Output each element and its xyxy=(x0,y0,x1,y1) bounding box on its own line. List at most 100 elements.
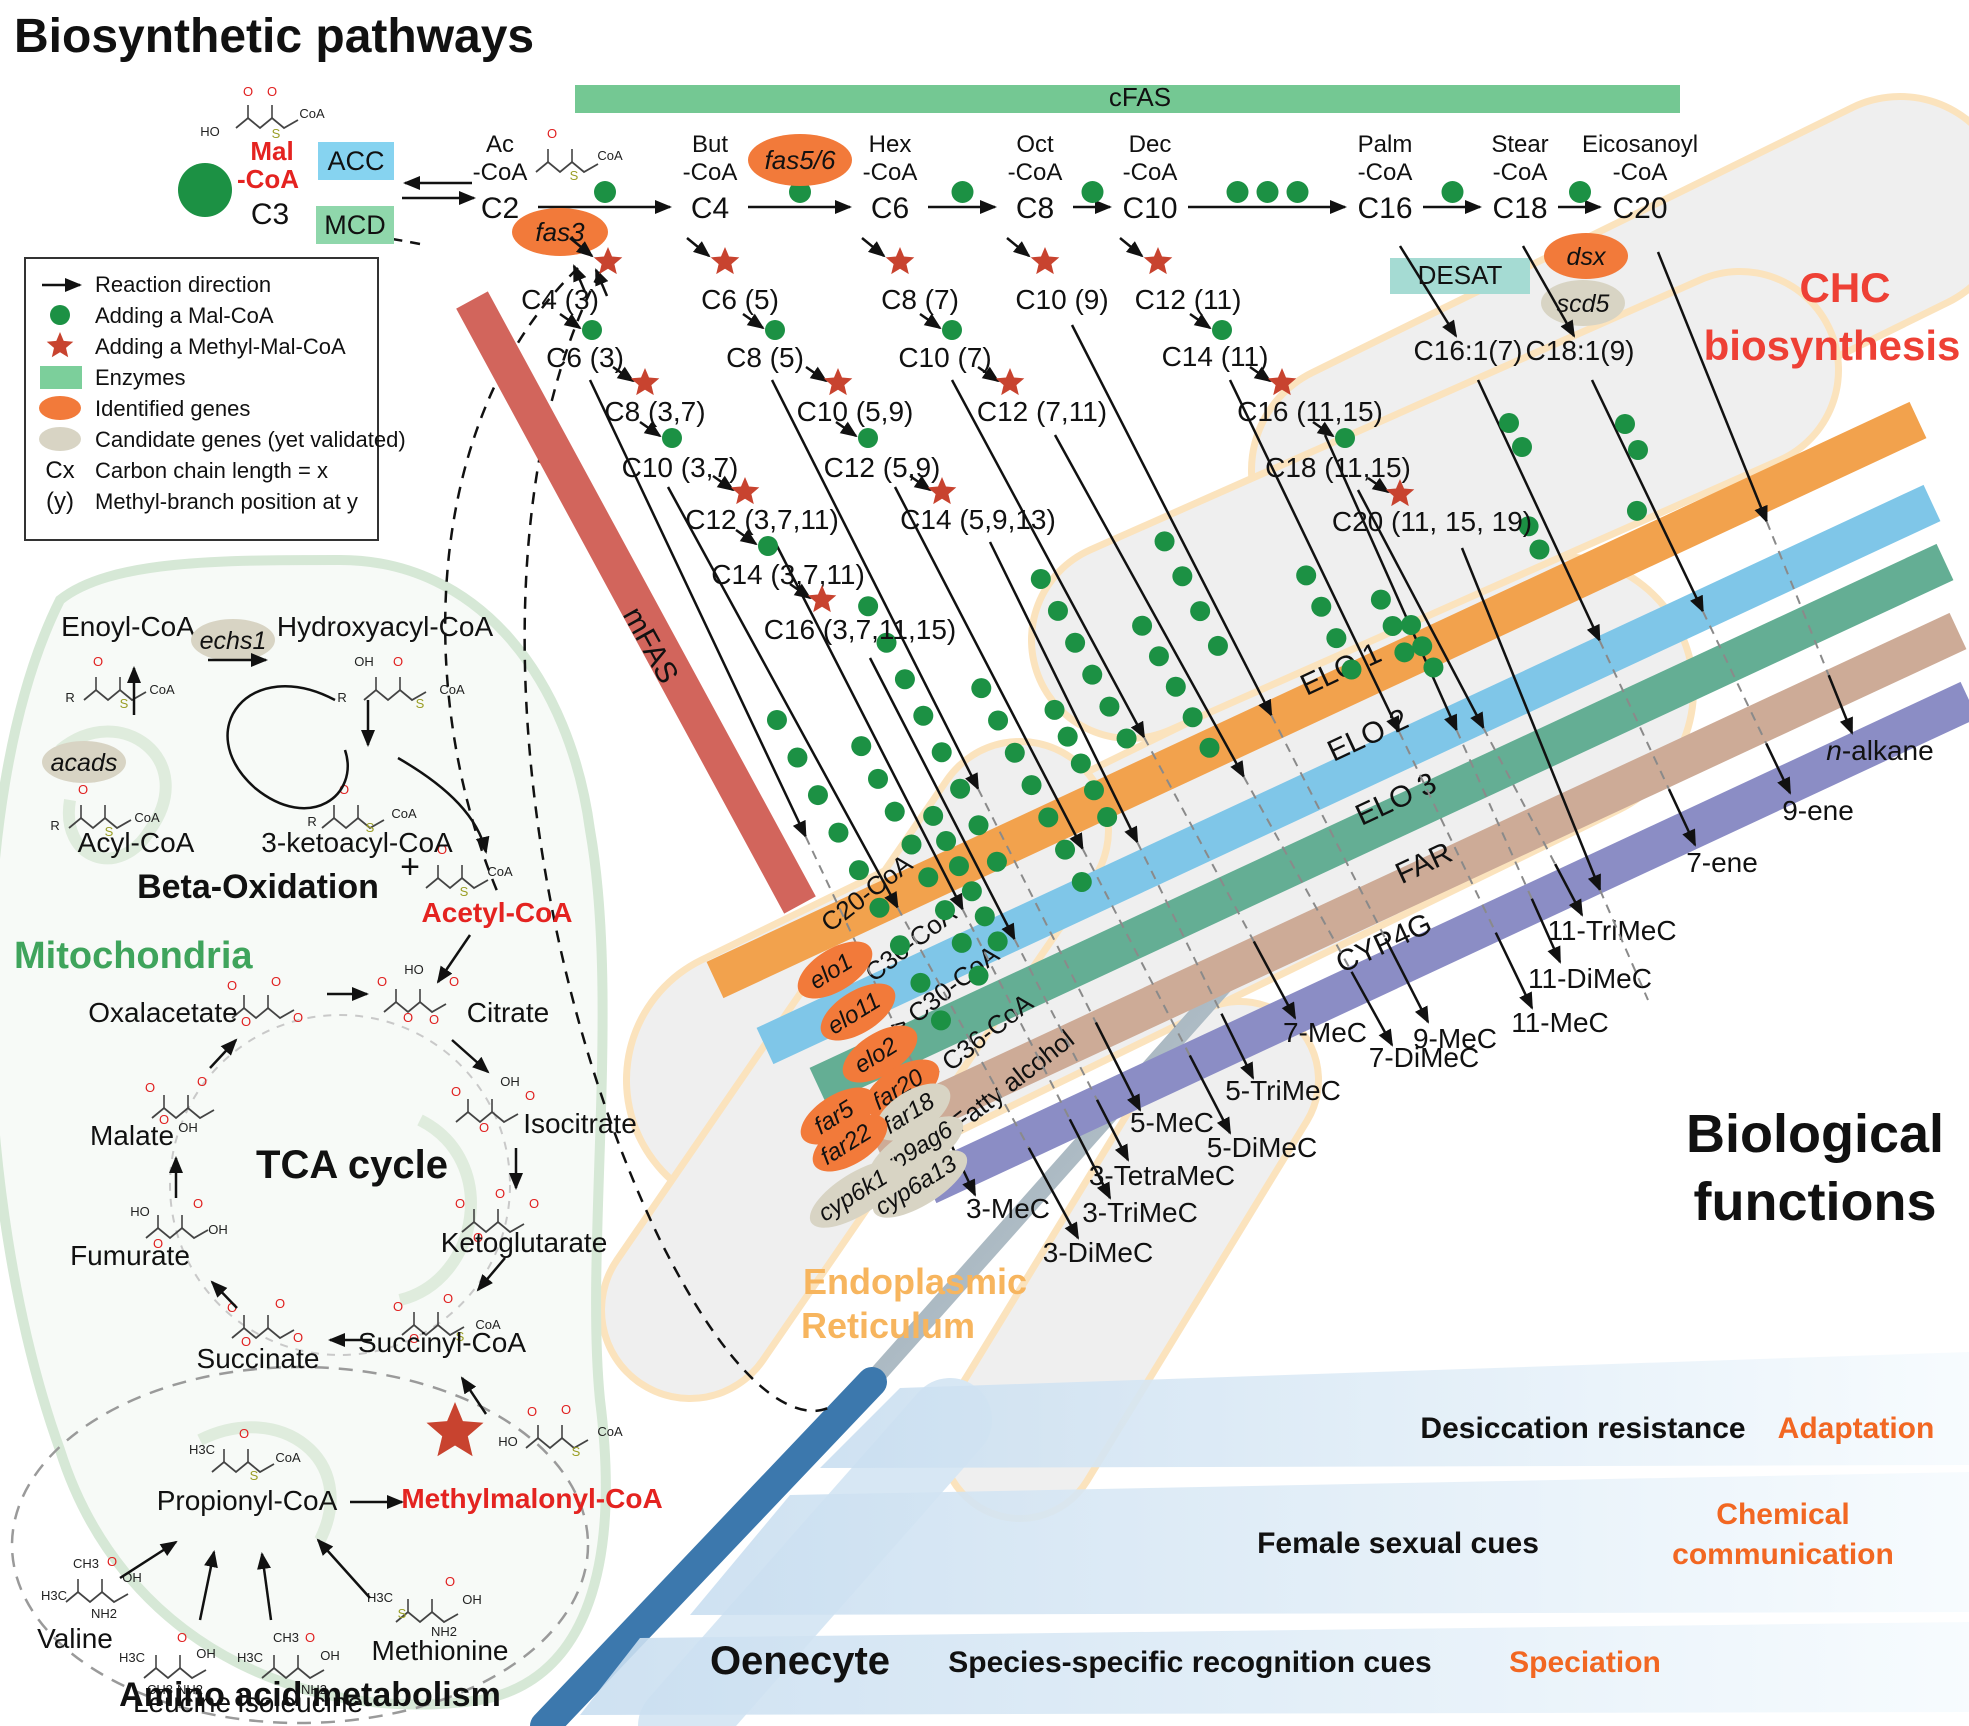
product-7-arrow-head xyxy=(1252,940,1297,1020)
molecule-atom: O xyxy=(449,974,459,989)
function-cue-label: Female sexual cues xyxy=(1257,1527,1539,1560)
mal-coa-dot-icon xyxy=(1065,632,1086,653)
chain-step-arrow xyxy=(639,420,662,438)
mal-coa-dot-icon xyxy=(913,705,934,726)
acyl-name: Hex xyxy=(869,131,912,158)
mal-coa-dot-icon xyxy=(1190,601,1211,622)
carbon-node: C20 xyxy=(1612,192,1667,225)
mal-coa-dot-icon xyxy=(876,632,897,653)
tca-metabolite-label: Isocitrate xyxy=(523,1108,637,1139)
gene-fas56 xyxy=(748,134,852,186)
methyl-mal-coa-star-icon xyxy=(885,247,915,275)
molecule-atom: HO xyxy=(130,1204,150,1219)
mitochondria-cristae xyxy=(56,725,172,865)
amino-acid-metabolism-title: Amino acid metabolism xyxy=(119,1676,501,1714)
product-7-arrow xyxy=(950,379,1146,740)
chain-node-label: C14 (5,9,13) xyxy=(900,504,1056,535)
mal-coa-dot-icon xyxy=(986,851,1007,872)
amino-dashed-boundary xyxy=(10,1365,590,1725)
mal-coa-dot-icon xyxy=(1518,516,1539,537)
gene-acads xyxy=(42,741,126,783)
acyl-name: But xyxy=(692,131,728,158)
function-category-label: Speciation xyxy=(1509,1646,1661,1679)
mal-coa-dot-icon xyxy=(1030,568,1051,589)
mal-coa-dot-icon xyxy=(951,181,974,203)
product-15-arrow-dashed xyxy=(1765,520,1830,676)
gene-cyp6a13 xyxy=(872,1150,968,1218)
chain-step-arrow xyxy=(1249,365,1272,383)
product-label: 9-ene xyxy=(1782,795,1854,826)
gene-far22 xyxy=(812,1114,888,1172)
molecule-atom: S xyxy=(120,696,129,711)
molecule-atom: CoA xyxy=(475,1317,501,1332)
carbon-node: C6 xyxy=(871,192,909,225)
product-9-arrow-dashed xyxy=(1270,714,1387,939)
legend-identified-gene-icon xyxy=(39,396,81,420)
gene-elo1 xyxy=(797,941,873,999)
product-6-arrow xyxy=(988,541,1139,844)
legend-item-label: Adding a Methyl-Mal-CoA xyxy=(95,334,346,359)
molecule-atom: S xyxy=(570,168,579,183)
mal-coa-dot-icon xyxy=(848,860,869,881)
mal-coa-dot-icon xyxy=(1099,696,1120,717)
product-12-arrow xyxy=(1356,489,1485,730)
mal-coa-dot-icon xyxy=(1038,807,1059,828)
chain-node-label: C20 (11, 15, 19) xyxy=(1332,506,1532,537)
molecule-atom: O xyxy=(445,1574,455,1589)
product-1-arrow-dashed xyxy=(896,907,1030,1149)
mal-coa-dot-icon xyxy=(1081,181,1104,203)
molecule-atom: O xyxy=(197,1074,207,1089)
mal-coa-dot-icon xyxy=(942,320,962,340)
molecule-atom: O xyxy=(267,84,277,99)
mal-coa-dot-icon xyxy=(936,831,957,852)
er-label: Reticulum xyxy=(801,1305,975,1346)
ketoacyl-coa-label: 3-ketoacyl-CoA xyxy=(261,827,453,858)
mal-coa-dot-icon xyxy=(1071,871,1092,892)
molecule-atom: CoA xyxy=(597,1424,623,1439)
molecule-atom: S xyxy=(398,1606,407,1621)
product-2-arrow-dashed xyxy=(961,908,1071,1120)
product-9-arrow xyxy=(1070,324,1273,718)
er-lumen xyxy=(945,1005,1315,1515)
chain-node-label: C14 (3,7,11) xyxy=(711,559,865,590)
dashed-feed-arrowhead xyxy=(572,264,587,293)
mal-coa-dot-icon xyxy=(1047,600,1068,621)
carbon-node: C16 xyxy=(1357,192,1412,225)
mal-coa-dot-icon xyxy=(1148,646,1169,667)
function-band xyxy=(580,1622,1969,1715)
product-4-arrow-head xyxy=(1094,1021,1142,1112)
gene-elo11 xyxy=(820,983,896,1041)
acyl-name: Oct xyxy=(1016,131,1054,158)
molecule-atom: OH xyxy=(208,1222,228,1237)
product-label: 7-ene xyxy=(1686,847,1758,878)
carbon-node: C10 xyxy=(1122,192,1177,225)
acyl-coa-suffix: -CoA xyxy=(1613,159,1668,186)
molecule-skeleton xyxy=(461,1220,525,1234)
molecule-atom: O xyxy=(393,654,403,669)
acyl-coa-suffix: -CoA xyxy=(1493,159,1548,186)
fas56-label: fas5/6 xyxy=(765,145,836,175)
mal-coa-dot-icon xyxy=(1441,181,1464,203)
tca-arrow xyxy=(451,1039,490,1074)
molecule-skeleton xyxy=(211,1460,275,1474)
amino-acid-label: Leucine xyxy=(133,1687,231,1718)
mal-coa-dot-icon xyxy=(1256,181,1279,203)
mal-coa-dot-icon xyxy=(931,742,952,763)
plus-sign: + xyxy=(400,848,420,886)
c20-branch-arrow xyxy=(1460,547,1602,892)
product-2-arrow xyxy=(773,541,964,912)
product-13-arrow-head xyxy=(1667,788,1697,847)
mal-coa-dot-icon xyxy=(1021,775,1042,796)
molecule-skeleton xyxy=(261,1666,325,1680)
mal-coa-dot-icon xyxy=(894,669,915,690)
mal-coa-dot-icon xyxy=(789,181,811,203)
product-5-arrow-head xyxy=(1188,1054,1232,1135)
enzyme-bar-elo-1 xyxy=(706,401,1927,999)
mal-coa-dot-icon xyxy=(1182,707,1203,728)
gene-far5 xyxy=(800,1087,876,1145)
mal-coa-dot-icon xyxy=(1326,628,1347,649)
